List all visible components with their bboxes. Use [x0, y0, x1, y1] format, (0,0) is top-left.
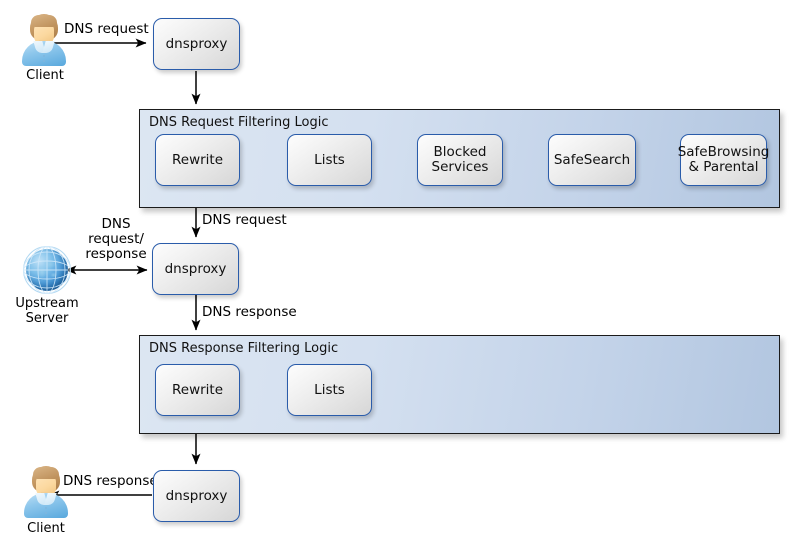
step-safebrowsing-parental[interactable]: SafeBrowsing & Parental: [677, 134, 770, 186]
edge-label-upstream-exchange: DNS request/ response: [85, 216, 147, 262]
user-icon: [20, 14, 68, 66]
edge-label-proxy-to-response-filtering: DNS response: [202, 304, 297, 320]
dnsproxy-bottom-node[interactable]: dnsproxy: [153, 470, 240, 522]
globe-grid: [23, 246, 71, 294]
edge-label-proxy-to-client: DNS response: [63, 473, 158, 489]
user-fringe: [33, 467, 59, 479]
user-button-top: [43, 55, 45, 57]
response-filtering-title: DNS Response Filtering Logic: [149, 341, 339, 356]
client-bottom-caption: Client: [27, 521, 65, 536]
client-top-caption: Client: [26, 68, 64, 83]
step-rewrite-request-label: Rewrite: [171, 151, 224, 168]
step-rewrite-response-label: Rewrite: [171, 381, 224, 398]
response-filtering-panel: DNS Response Filtering Logic: [139, 335, 780, 434]
step-rewrite-request[interactable]: Rewrite: [155, 134, 240, 186]
request-filtering-title: DNS Request Filtering Logic: [149, 115, 329, 130]
step-safesearch-label: SafeSearch: [553, 151, 631, 168]
user-button-bottom: [45, 512, 47, 514]
user-icon: [22, 466, 70, 518]
user-button-bottom: [43, 60, 45, 62]
step-safesearch[interactable]: SafeSearch: [548, 134, 636, 186]
step-lists-response-label: Lists: [314, 381, 345, 398]
edge-label-client-to-proxy: DNS request: [64, 21, 149, 37]
user-face: [36, 473, 56, 498]
step-lists-response[interactable]: Lists: [287, 364, 372, 416]
upstream-server-caption: Upstream Server: [15, 296, 79, 326]
dnsproxy-top-node[interactable]: dnsproxy: [153, 18, 240, 70]
user-fringe: [31, 15, 57, 27]
edge-label-proxy-to-request-filtering: DNS request: [202, 212, 287, 228]
step-lists-request-label: Lists: [314, 151, 345, 168]
step-blocked-services[interactable]: Blocked Services: [417, 134, 503, 186]
dnsproxy-middle-node[interactable]: dnsproxy: [152, 243, 239, 295]
step-safebrowsing-parental-label: SafeBrowsing & Parental: [677, 144, 770, 175]
step-blocked-services-label: Blocked Services: [431, 144, 489, 175]
step-lists-request[interactable]: Lists: [287, 134, 372, 186]
step-rewrite-response[interactable]: Rewrite: [155, 364, 240, 416]
globe-icon: [22, 245, 72, 295]
user-button-top: [45, 507, 47, 509]
user-face: [34, 21, 54, 46]
